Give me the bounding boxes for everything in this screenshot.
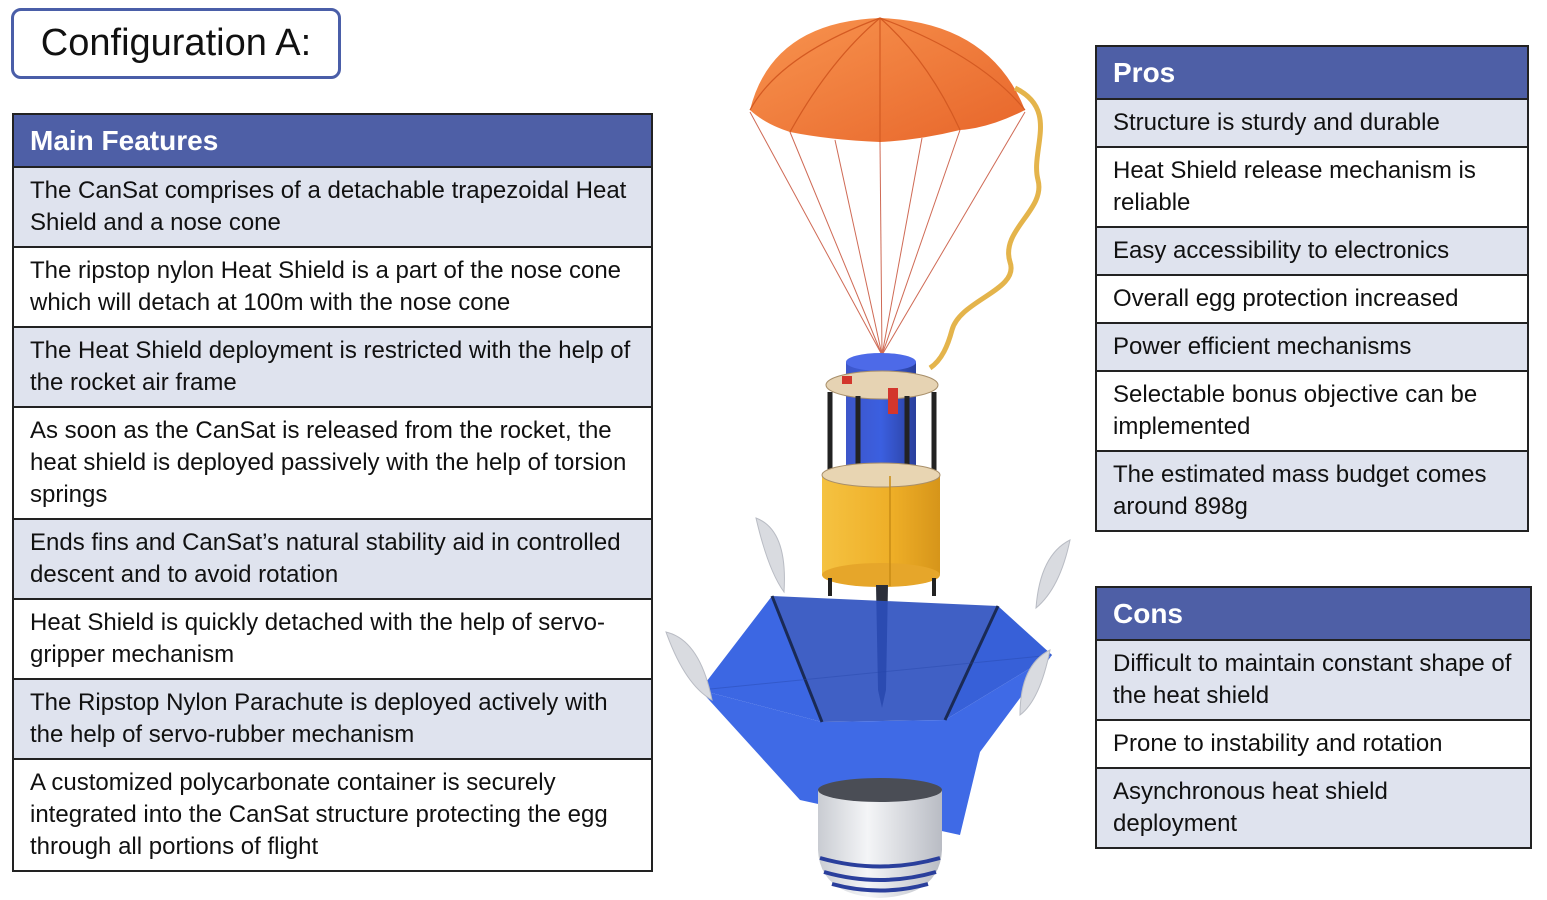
support-rods (827, 392, 937, 495)
fins (665, 517, 1071, 717)
main-feature-item: As soon as the CanSat is released from t… (12, 406, 653, 520)
heat-shield (699, 595, 1053, 835)
pros-item: Overall egg protection increased (1095, 274, 1529, 324)
cansat-illustration (665, 17, 1071, 898)
main-features-table: Main Features The CanSat comprises of a … (12, 113, 653, 872)
main-feature-item: The CanSat comprises of a detachable tra… (12, 166, 653, 248)
main-feature-item: The Ripstop Nylon Parachute is deployed … (12, 678, 653, 760)
cons-table: Cons Difficult to maintain constant shap… (1095, 586, 1532, 849)
tether-ribbon (928, 85, 1043, 371)
main-feature-item: The ripstop nylon Heat Shield is a part … (12, 246, 653, 328)
main-feature-item: Ends fins and CanSat’s natural stability… (12, 518, 653, 600)
main-feature-item: A customized polycarbonate container is … (12, 758, 653, 872)
pros-item: Easy accessibility to electronics (1095, 226, 1529, 276)
nose-cone (818, 778, 942, 898)
parachute (749, 17, 1026, 356)
main-feature-item: The Heat Shield deployment is restricted… (12, 326, 653, 408)
pros-item: Heat Shield release mechanism is reliabl… (1095, 146, 1529, 228)
top-plate (825, 370, 939, 414)
cons-item: Asynchronous heat shield deployment (1095, 767, 1532, 849)
pros-item: The estimated mass budget comes around 8… (1095, 450, 1529, 532)
main-feature-item: Heat Shield is quickly detached with the… (12, 598, 653, 680)
pros-table: Pros Structure is sturdy and durable Hea… (1095, 45, 1529, 532)
cons-item: Difficult to maintain constant shape of … (1095, 639, 1532, 721)
main-features-header: Main Features (12, 113, 653, 168)
pros-header: Pros (1095, 45, 1529, 100)
pros-item: Power efficient mechanisms (1095, 322, 1529, 372)
slide-title: Configuration A: (11, 8, 341, 79)
cons-item: Prone to instability and rotation (1095, 719, 1532, 769)
yellow-body (821, 462, 941, 587)
pros-item: Selectable bonus objective can be implem… (1095, 370, 1529, 452)
cons-header: Cons (1095, 586, 1532, 641)
pros-item: Structure is sturdy and durable (1095, 98, 1529, 148)
